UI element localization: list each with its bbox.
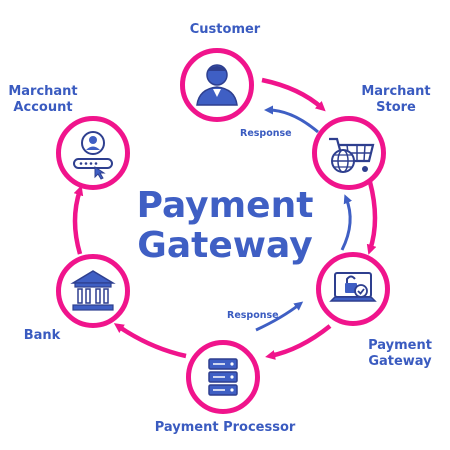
node-payment-processor [186, 340, 260, 414]
label-payment-gateway-line2: Gateway [368, 354, 432, 369]
center-title-line1: Payment [136, 185, 314, 226]
response-arrow-top [264, 105, 319, 134]
node-customer [180, 48, 254, 122]
server-icon [208, 358, 238, 396]
response-arrow-right [340, 194, 353, 251]
label-merchant-account-line2: Account [13, 100, 73, 115]
label-merchant-store-line2: Store [376, 100, 416, 115]
account-login-icon [73, 131, 113, 180]
response-arrow-bottom [255, 301, 304, 332]
customer-icon [196, 64, 238, 106]
label-payment-gateway-line1: Payment [368, 338, 432, 353]
center-title-line2: Gateway [137, 225, 313, 266]
shopping-cart-globe-icon [329, 137, 375, 173]
label-merchant-account-line1: Marchant [8, 84, 78, 99]
arrow-processor-to-bank [113, 323, 187, 359]
node-bank [56, 254, 130, 328]
node-merchant-account [56, 116, 130, 190]
label-payment-processor: Payment Processor [154, 420, 296, 435]
label-bank: Bank [23, 328, 61, 343]
arrow-bank-to-account [72, 185, 84, 255]
arrow-store-to-gateway [366, 181, 378, 255]
response-label-bottom: Response [227, 310, 279, 321]
arrow-customer-to-store [261, 77, 326, 112]
node-payment-gateway [316, 252, 390, 326]
label-customer: Customer [189, 22, 261, 37]
arrow-gateway-to-processor [265, 324, 332, 360]
laptop-lock-icon [329, 272, 377, 302]
node-merchant-store [312, 116, 386, 190]
bank-icon [70, 270, 116, 311]
response-label-top: Response [240, 128, 292, 139]
label-merchant-store-line1: Marchant [361, 84, 431, 99]
